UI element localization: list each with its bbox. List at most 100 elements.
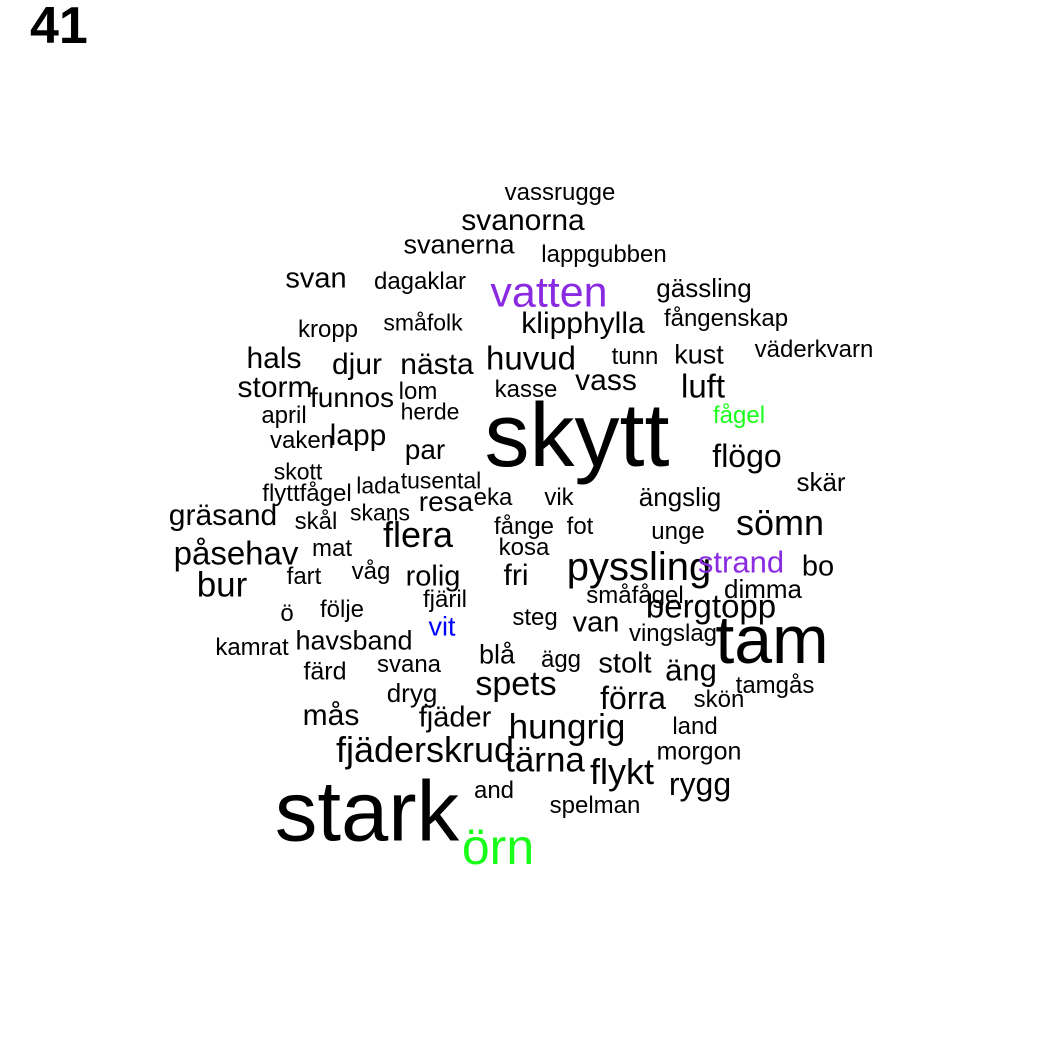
word-storm: storm xyxy=(237,371,313,404)
word-folje: följe xyxy=(319,596,365,623)
word-bla: blå xyxy=(478,639,516,670)
word-skytt: skytt xyxy=(484,386,670,486)
word-fard: färd xyxy=(303,657,347,686)
word-fart: fart xyxy=(286,563,322,590)
word-tarna: tärna xyxy=(505,740,585,780)
word-lappgubben: lappgubben xyxy=(541,241,667,268)
word-forra: förra xyxy=(600,680,666,716)
word-kamrat: kamrat xyxy=(215,634,289,661)
word-angslig: ängslig xyxy=(638,482,722,512)
word-resa: resa xyxy=(418,486,474,517)
word-rolig: rolig xyxy=(405,560,461,593)
word-dimma: dimma xyxy=(723,574,803,604)
word-smafagel: småfågel xyxy=(586,582,684,609)
word-orn: örn xyxy=(461,819,535,875)
word-strand: strand xyxy=(697,544,785,580)
word-tunn: tunn xyxy=(611,343,659,370)
word-grasand: gräsand xyxy=(168,499,278,532)
word-fjaril: fjäril xyxy=(422,586,468,613)
word-funnos: funnos xyxy=(309,382,395,413)
word-vit: vit xyxy=(428,611,456,642)
word-luft: luft xyxy=(680,367,726,405)
word-vik: vik xyxy=(544,484,574,511)
word-morgon: morgon xyxy=(656,737,742,766)
word-gassling: gässling xyxy=(656,273,752,303)
word-bo: bo xyxy=(801,550,835,583)
word-o: ö xyxy=(280,600,294,627)
word-vingslag: vingslag xyxy=(628,620,718,647)
word-fangenskap: fångenskap xyxy=(663,305,789,332)
word-nasta: nästa xyxy=(400,348,474,381)
word-havsband: havsband xyxy=(295,625,413,656)
word-land: land xyxy=(672,713,718,740)
word-and: and xyxy=(473,777,515,804)
word-ang: äng xyxy=(665,652,717,688)
word-bergtopp: bergtopp xyxy=(645,587,777,625)
word-djur: djur xyxy=(331,348,383,381)
word-spets: spets xyxy=(475,665,557,703)
word-svan: svan xyxy=(285,262,347,295)
word-vatten: vatten xyxy=(490,268,608,317)
word-flogo: flögo xyxy=(712,438,782,474)
word-hungrig: hungrig xyxy=(508,707,626,747)
word-fjader: fjäder xyxy=(418,701,492,734)
word-kropp: kropp xyxy=(297,316,359,343)
word-pasehav: påsehav xyxy=(173,534,299,572)
word-bur: bur xyxy=(196,565,248,605)
word-kasse: kasse xyxy=(494,376,558,403)
word-skal: skål xyxy=(294,508,338,535)
word-kosa: kosa xyxy=(498,534,550,561)
word-somn: sömn xyxy=(735,502,825,543)
word-fange: fånge xyxy=(493,513,555,540)
word-lada: lada xyxy=(356,472,400,499)
word-agg: ägg xyxy=(540,646,582,673)
word-eka: eka xyxy=(473,484,513,511)
word-skon: skön xyxy=(693,686,745,713)
word-vaderkvarn: väderkvarn xyxy=(754,336,874,363)
word-unge: unge xyxy=(651,518,705,545)
word-klipphylla: klipphylla xyxy=(521,307,645,340)
word-vass: vass xyxy=(575,364,637,397)
word-stolt: stolt xyxy=(598,647,652,680)
word-svanorna: svanorna xyxy=(461,204,585,237)
word-pyssling: pyssling xyxy=(566,545,712,589)
word-flykt: flykt xyxy=(589,751,655,792)
word-fot: fot xyxy=(566,513,594,540)
word-tusental: tusental xyxy=(400,467,482,494)
word-svanerna: svanerna xyxy=(403,229,515,260)
word-steg: steg xyxy=(512,604,558,631)
word-mat: mat xyxy=(311,535,353,562)
word-fjaderskrud: fjäderskrud xyxy=(335,729,515,770)
word-flera: flera xyxy=(382,514,454,555)
word-kust: kust xyxy=(674,339,724,370)
word-fagel: fågel xyxy=(712,402,766,429)
word-dagaklar: dagaklar xyxy=(373,268,467,295)
word-mas: mås xyxy=(302,699,360,732)
word-skar: skär xyxy=(796,467,846,497)
word-tam: tam xyxy=(715,602,829,678)
word-hals: hals xyxy=(246,342,302,375)
word-stark: stark xyxy=(274,764,460,860)
word-svana: svana xyxy=(376,651,442,678)
word-van: van xyxy=(572,606,620,639)
word-herde: herde xyxy=(400,398,460,425)
word-flyttfagel: flyttfågel xyxy=(262,480,352,507)
word-skott: skott xyxy=(273,458,323,485)
word-dryg: dryg xyxy=(386,678,438,708)
word-vassrugge: vassrugge xyxy=(504,179,616,206)
word-par: par xyxy=(404,434,446,465)
word-tamgas: tamgås xyxy=(735,672,815,699)
word-april: april xyxy=(261,402,307,429)
word-lapp: lapp xyxy=(329,419,387,452)
word-smafolk: småfolk xyxy=(383,309,463,336)
word-vag: våg xyxy=(351,558,391,585)
word-rygg: rygg xyxy=(668,766,732,802)
word-huvud: huvud xyxy=(486,339,576,377)
panel-number: 41 xyxy=(30,0,88,55)
word-fri: fri xyxy=(503,559,529,592)
word-skans: skans xyxy=(349,499,411,526)
word-lom: lom xyxy=(398,378,438,405)
word-vaken: vaken xyxy=(269,427,335,454)
word-spelman: spelman xyxy=(549,792,641,819)
